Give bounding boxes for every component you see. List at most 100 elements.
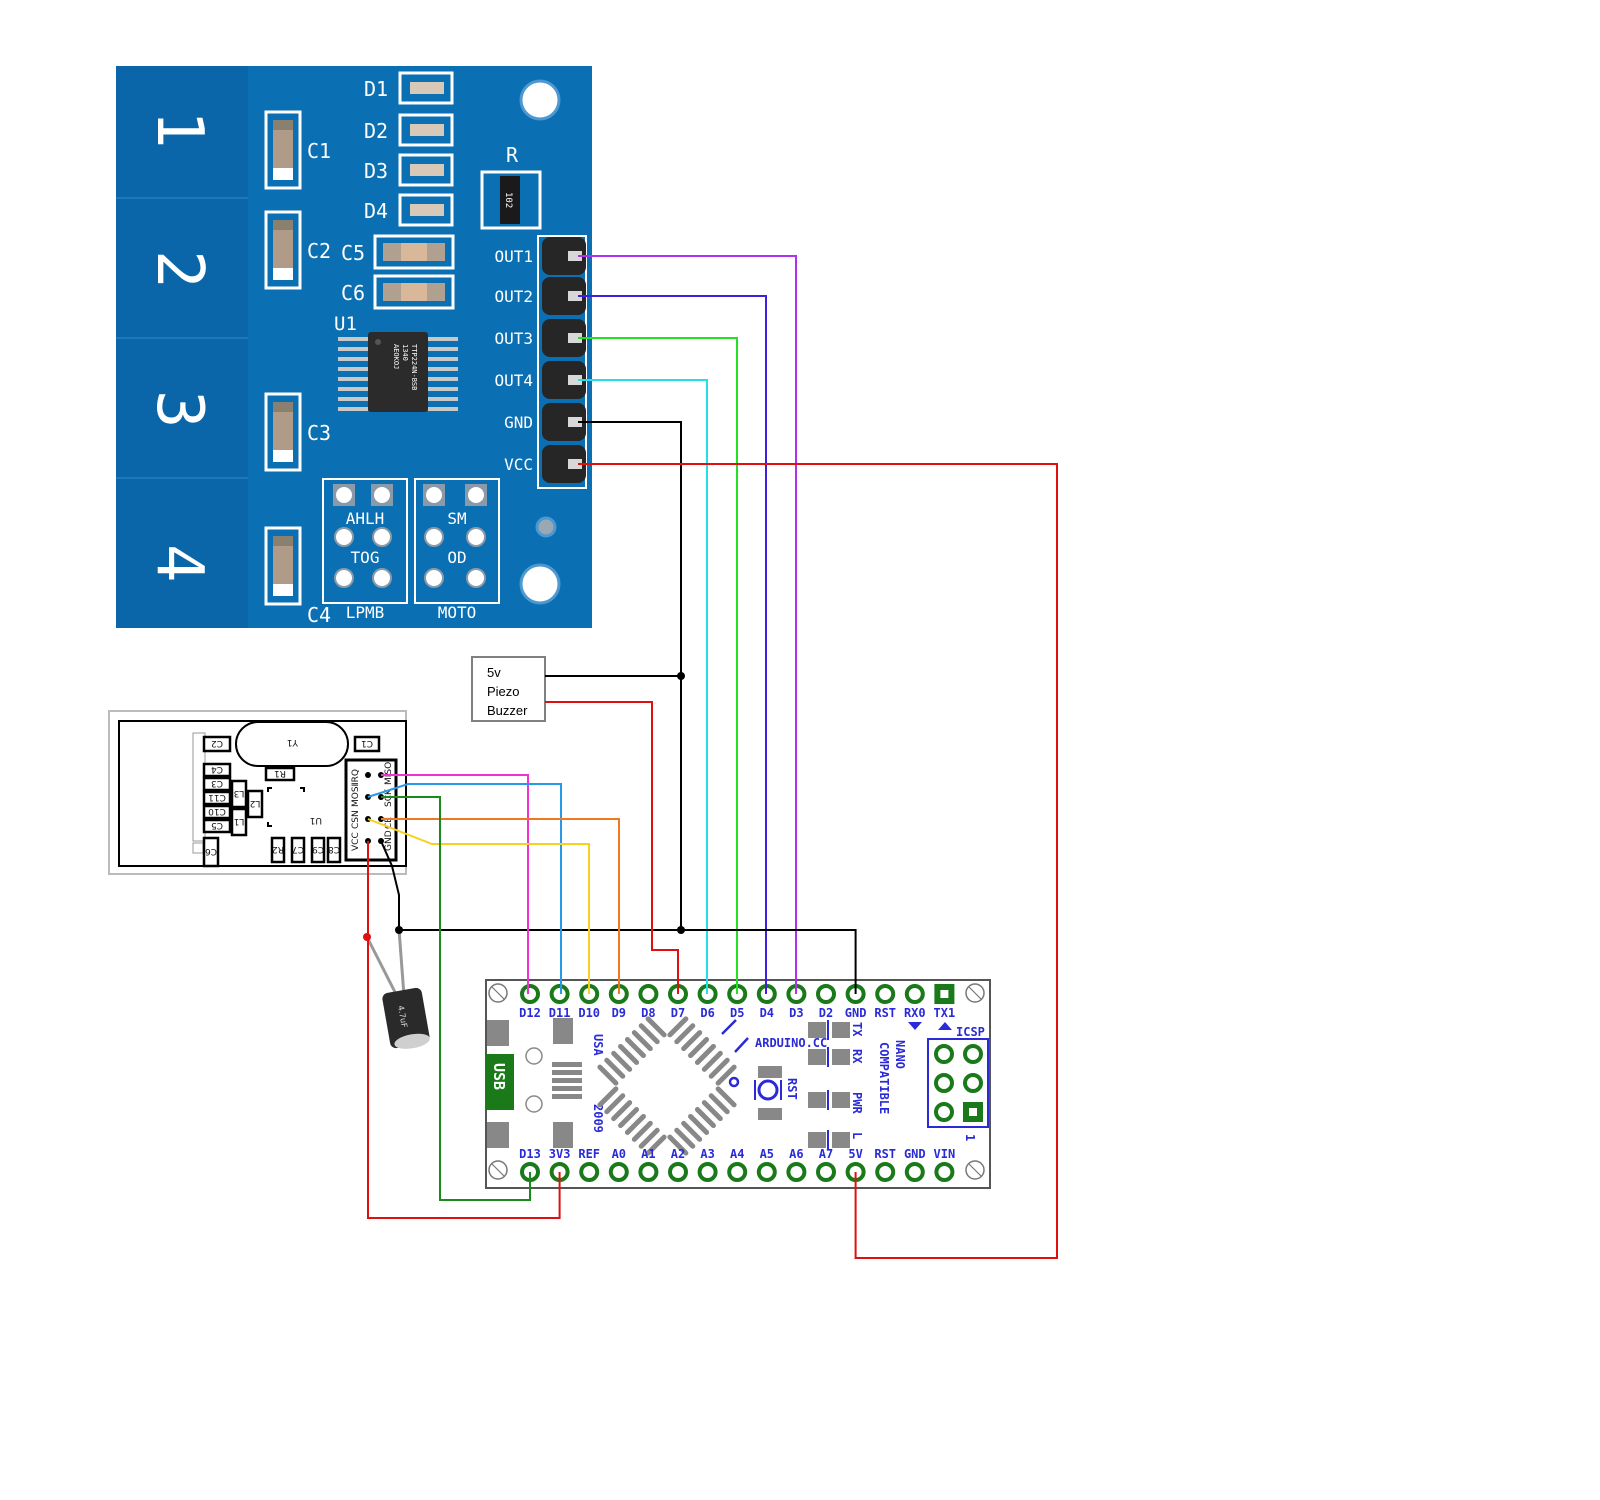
wire-gnd-to-gnd [380, 421, 857, 994]
nrf-component-label: C9 [312, 844, 324, 854]
crystal-label: Y1 [287, 737, 299, 747]
compatible-label: COMPATIBLE [877, 1042, 891, 1114]
nrf-component-label: R2 [272, 844, 284, 854]
nano-pin-a2[interactable]: A2 [668, 1147, 688, 1182]
nano-pin-ref[interactable]: REF [578, 1147, 600, 1182]
header-pin-gnd[interactable]: GND [504, 403, 586, 441]
capacitor-label: C3 [307, 421, 331, 445]
smd-capacitor: C4 [264, 526, 331, 627]
wires [363, 255, 1058, 1259]
nrf-component: C11 [202, 790, 232, 806]
nrf-component: R2 [270, 836, 286, 864]
icsp-pin[interactable] [934, 1102, 954, 1122]
header-pin-label: OUT1 [494, 247, 533, 266]
nrf-pin-label: MOSI [351, 784, 361, 807]
nano-pin-label: GND [845, 1006, 867, 1020]
wire-mosi-to-d11 [367, 783, 562, 994]
smd-capacitor: C3 [264, 392, 331, 472]
nano-pin-a0[interactable]: A0 [608, 1147, 629, 1182]
nano-pin-a5[interactable]: A5 [756, 1147, 777, 1182]
wire-out4-to-d6 [578, 379, 708, 994]
icsp-pin[interactable] [934, 1044, 954, 1064]
nano-pin-d10[interactable]: D10 [578, 984, 600, 1020]
wire-vcc-to-5v [578, 463, 1058, 1259]
nano-pin-a4[interactable]: A4 [727, 1147, 748, 1182]
usb-connector [486, 1054, 514, 1110]
smd-capacitor: C6 [341, 274, 455, 310]
icsp-pin[interactable] [934, 1073, 954, 1093]
usb-label: USB [490, 1063, 508, 1090]
nano-pin-d11[interactable]: D11 [549, 984, 571, 1020]
nrf-component: C2 [202, 735, 232, 753]
nano-pin-label: A5 [760, 1147, 774, 1161]
nano-pin-gnd[interactable]: GND [904, 1147, 926, 1182]
nrf-component: L2 [246, 789, 264, 819]
usa-label: USA [591, 1034, 605, 1056]
wire-out2-to-d4 [578, 295, 767, 994]
mounting-hole [519, 79, 561, 121]
nrf-pin-irq[interactable] [365, 772, 371, 778]
nano-pin-vin[interactable]: VIN [934, 1147, 956, 1182]
nano-pin-a7[interactable]: A7 [816, 1147, 836, 1182]
wire-out3-to-d5 [578, 337, 738, 994]
nano-pin-tx1[interactable]: TX1 [934, 984, 956, 1020]
nano-pin-label: D4 [760, 1006, 774, 1020]
nano-pin-d12[interactable]: D12 [519, 984, 541, 1020]
nano-pin-d13[interactable]: D13 [519, 1147, 541, 1182]
nano-pin-d5[interactable]: D5 [727, 984, 748, 1020]
nrf-component: C4 [202, 762, 232, 778]
nano-pin-label: A4 [730, 1147, 744, 1161]
header-pin-vcc[interactable]: VCC [504, 445, 586, 483]
status-led-rx: RX [808, 1047, 864, 1067]
buzzer-line-3: Buzzer [487, 703, 528, 718]
nrf-component: L3 [230, 779, 248, 809]
nano-pin-rst[interactable]: RST [874, 1147, 896, 1182]
jumper-group-label: LPMB [346, 603, 385, 622]
nano-pin-label: D13 [519, 1147, 541, 1161]
smd-led: D2 [364, 113, 454, 147]
nrf-component: C8 [326, 836, 342, 864]
nano-pin-label: A7 [819, 1147, 833, 1161]
header-pin-out4[interactable]: OUT4 [494, 361, 586, 399]
jumper-label: TOG [351, 548, 380, 567]
nano-pin-a1[interactable]: A1 [638, 1147, 659, 1182]
status-led-l: L [808, 1130, 864, 1150]
icsp-pin[interactable] [963, 1073, 983, 1093]
nano-pin-a3[interactable]: A3 [697, 1147, 718, 1182]
ic-label: U1 [334, 313, 357, 335]
nano-pin-rst[interactable]: RST [874, 984, 896, 1020]
nano-pin-a6[interactable]: A6 [786, 1147, 807, 1182]
nrf-component: C1 [353, 735, 381, 753]
icsp-header [927, 1038, 989, 1128]
mounting-hole [965, 1160, 985, 1180]
nano-pin-label: RST [874, 1147, 896, 1161]
piezo-buzzer: 5v Piezo Buzzer [471, 656, 546, 722]
touch-pad-label: 3 [142, 390, 216, 429]
wire-vccnrf-to-3v3 [367, 841, 561, 1219]
nano-pin-label: A3 [700, 1147, 714, 1161]
status-led-label: PWR [850, 1092, 864, 1114]
nano-pin-label: GND [904, 1147, 926, 1161]
site-label: ARDUINO.CC [755, 1036, 827, 1050]
header-pin-out3[interactable]: OUT3 [494, 319, 586, 357]
nrf-pin-label: VCC [351, 832, 361, 851]
touch-pad-strip [116, 66, 248, 628]
smd-capacitor: C5 [341, 234, 455, 270]
nrf-component-label: C1 [361, 738, 373, 748]
header-pin-out1[interactable]: OUT1 [494, 237, 586, 275]
touch-pad-label: 4 [142, 544, 216, 583]
nrf-component-label: C8 [328, 844, 340, 854]
icsp-pin[interactable] [963, 1044, 983, 1064]
status-led-label: TX [850, 1022, 864, 1037]
nano-pin-rx0[interactable]: RX0 [904, 984, 926, 1020]
buzzer-box [471, 656, 546, 722]
status-led-label: L [850, 1132, 864, 1139]
nano-pin-label: A6 [789, 1147, 803, 1161]
resistor-label: R [506, 143, 519, 167]
header-pin-out2[interactable]: OUT2 [494, 277, 586, 315]
nano-pin-d8[interactable]: D8 [638, 984, 659, 1020]
nano-pin-d2[interactable]: D2 [816, 984, 836, 1020]
